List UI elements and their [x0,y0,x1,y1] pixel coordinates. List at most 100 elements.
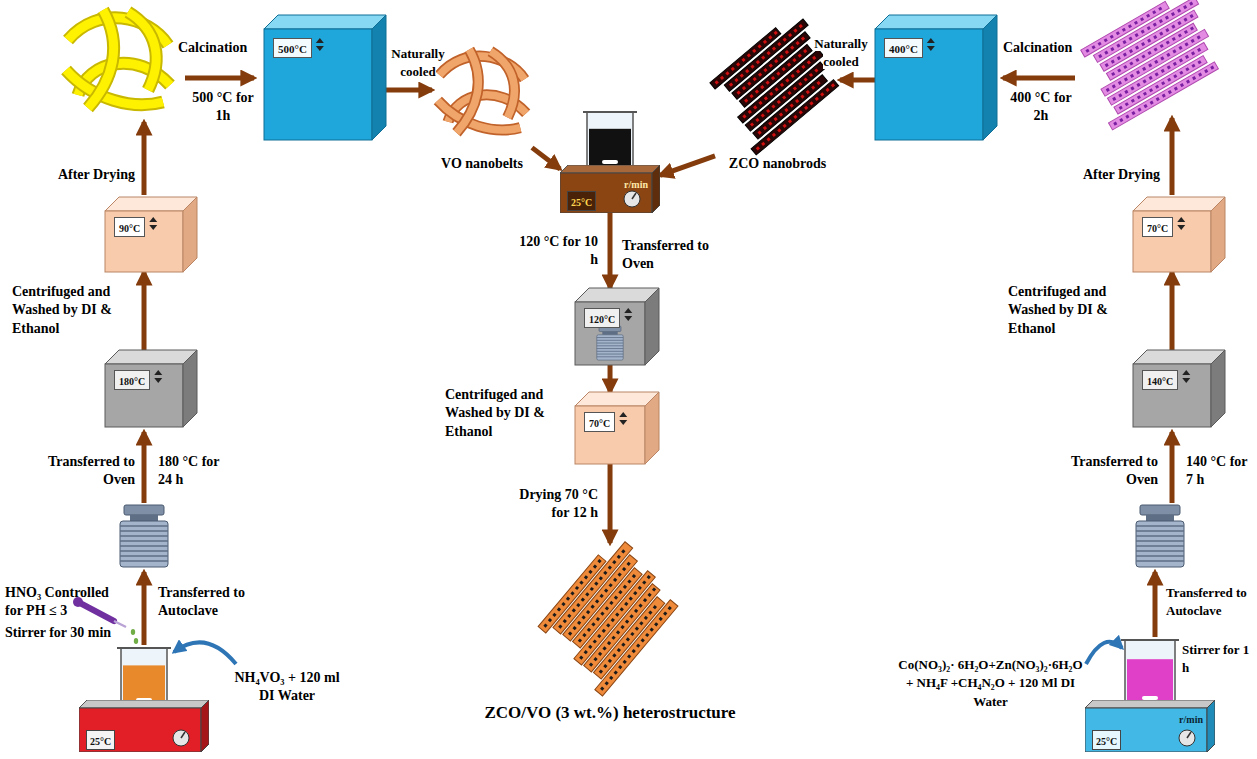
rod-particle [1161,81,1165,85]
rod-particle [647,575,651,579]
rod-particle [563,619,567,623]
rod-particle [799,24,803,28]
oven-front [575,302,645,365]
rod-particle [1129,49,1133,53]
rod-particle [617,648,621,652]
oven-top [1133,197,1225,211]
rod-particle [600,687,604,691]
beaker-liquid [589,129,631,166]
control-arrow-down [1177,225,1185,230]
rod-particle [605,606,609,610]
rod-particle [1191,64,1195,68]
rod-particle [816,81,820,85]
rod-particle [584,650,588,654]
rod-particle [801,37,805,41]
rod-particle [602,629,606,633]
rod-particle [1110,35,1114,39]
rod-particle [611,618,615,622]
autoclave-body [120,521,168,567]
autoclave [120,505,168,567]
rod-particle [771,104,775,108]
rod-particle [809,73,813,77]
rod-particle [783,38,787,42]
rod-particle [1158,7,1162,11]
control-arrow-down [624,316,632,321]
rod-particle [750,65,754,69]
stirrer-side [652,165,660,213]
hydrothermal-oven: 180°C [105,350,197,427]
rod-particle [566,597,570,601]
process-arrow [840,78,875,83]
rod-particle [799,110,803,114]
control-arrow-down [154,378,162,383]
heterostructure-rods [530,534,687,696]
rod-particle [597,634,601,638]
rod-particle [668,606,672,610]
rod-particle [627,562,631,566]
rod-particle [715,80,719,84]
oven-side [183,350,197,427]
temperature-display: 90°C [114,217,145,237]
rod-particle [769,92,773,96]
rod-particle [796,41,800,45]
rod-particle [769,64,773,68]
rod-particle [587,628,591,632]
rod-particle [552,613,556,617]
label-box: 120 °C for 10 h [516,232,598,269]
rod-particle [572,608,576,612]
rod-particle [788,119,792,123]
stir-bar [602,160,618,164]
process-arrow [185,76,254,81]
ribbon [88,10,114,108]
rod-particle [548,618,552,622]
oven-top [1133,350,1225,364]
oven-front [264,29,372,140]
process-arrow [142,272,147,350]
oven-front [575,406,645,464]
rod-particle [611,636,615,640]
rod-particle [634,609,638,613]
rod-particle [1160,56,1164,60]
step-label: Calcination [178,40,247,55]
rod-particle [1179,58,1183,62]
rod-particle [1142,67,1146,71]
rod-particle [774,117,778,121]
rod-particle [755,90,759,94]
rod-particle [1118,81,1122,85]
beaker-glass [1125,640,1175,704]
rod-particle [1148,63,1152,67]
temperature-display: 25°C [86,730,115,750]
rod-particle [1117,56,1121,60]
autoclave-thread [1136,530,1184,532]
temperature-display: 400°C [884,38,923,58]
rod-particle [639,621,643,625]
drying-oven: 70°C [575,392,659,464]
oven-top [875,15,997,29]
rod-particle [1141,55,1145,59]
rod-particle [1134,21,1138,25]
control-arrow-down [1182,378,1190,383]
rod-particle [758,101,762,105]
rod-particle [1154,60,1158,64]
rod-particle [804,77,808,81]
label-box: Centrifuged and Washed by DI & Ethanol [1008,282,1128,337]
pipette-tip [114,621,126,627]
rod-particle [775,87,779,91]
rod-particle [1178,46,1182,50]
beaker [117,648,171,706]
label-box: Transferred to Oven [1040,452,1158,489]
rod-particle [749,94,753,98]
rod-particle [742,86,746,90]
rod-particle [744,99,748,103]
rod-particle [1204,69,1208,73]
control-arrow-down [149,225,157,230]
control-arrow-down [316,46,324,51]
rod-particle [750,122,754,126]
rod-particle [793,115,797,119]
dial-pointer [1187,732,1191,738]
control-arrow-up [624,308,632,313]
label-box: Centrifuged and Washed by DI & Ethanol [445,385,567,440]
rod-particle [741,58,745,62]
oven-front [105,364,183,427]
product-caption: ZCO/VO (3 wt.%) heterostructure [484,703,735,722]
